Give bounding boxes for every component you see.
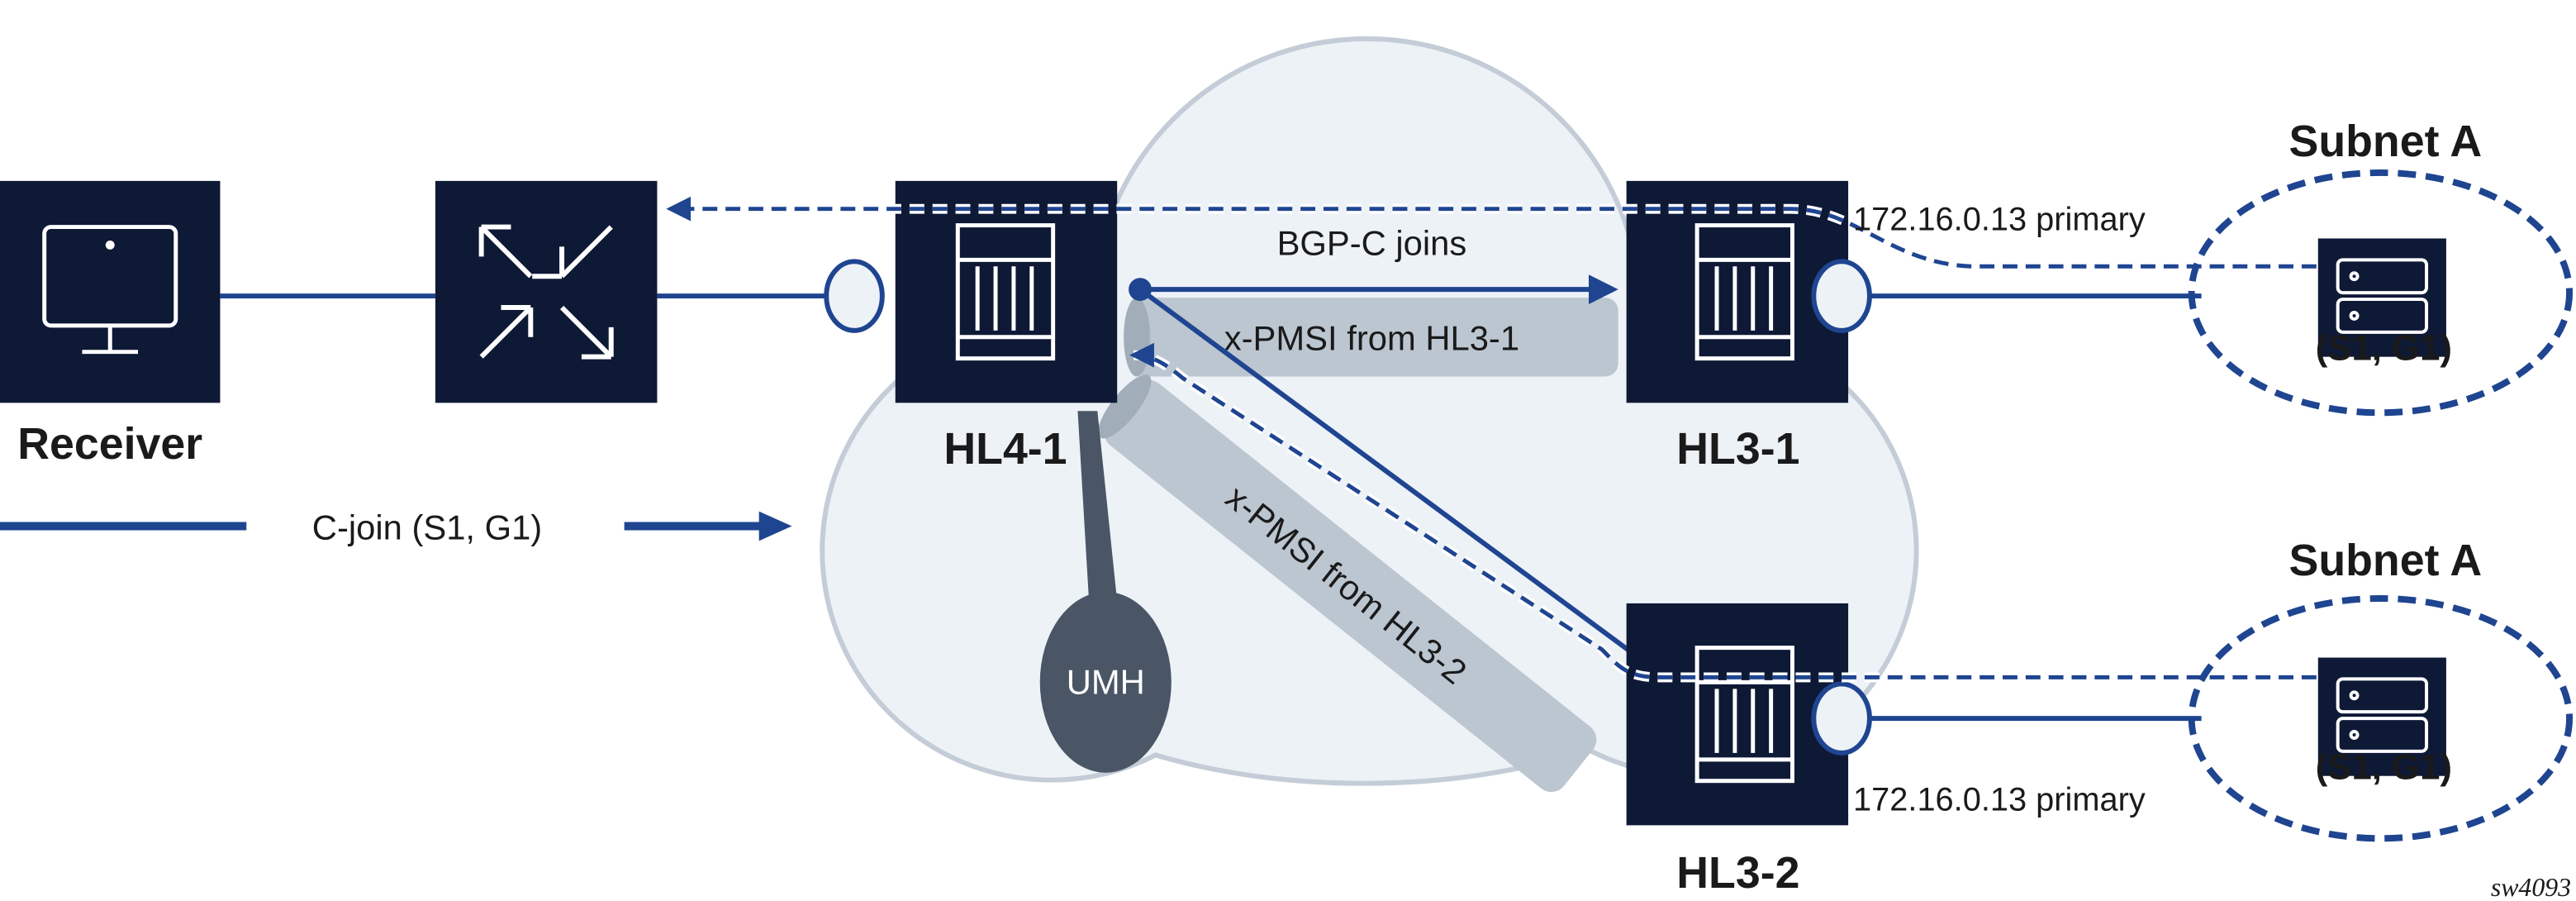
interface-hl3-1 (1811, 259, 1872, 333)
server-icon (2336, 258, 2429, 334)
subnet-a-top[interactable]: Subnet A (S1, G1) (2188, 117, 2574, 417)
interface-hl4-1 (824, 259, 885, 333)
pmsi-tube-hl3-1: x-PMSI from HL3-1 (1124, 298, 1618, 377)
router-hl4-1[interactable]: HL4-1 (895, 180, 1118, 474)
bgp-label: BGP-C joins (1277, 223, 1467, 262)
primary-label-2: 172.16.0.13 primary (1853, 781, 2146, 818)
router-hl3-1[interactable]: HL3-1 (1626, 180, 1849, 474)
umh-label: UMH (1067, 662, 1145, 701)
interface-hl3-2 (1811, 681, 1872, 756)
primary-label-1: 172.16.0.13 primary (1853, 202, 2146, 238)
link-hl4-1-hl3-2 (1138, 287, 1632, 653)
pmsi-label-hl3-1: x-PMSI from HL3-1 (1224, 319, 1519, 358)
router-label: HL3-2 (1676, 848, 1799, 898)
cjoin-dashed-path-2 (1129, 342, 2317, 679)
chassis-icon (1694, 223, 1794, 361)
router-label: HL4-1 (943, 424, 1067, 474)
subnet-title: Subnet A (2289, 536, 2483, 585)
figure-id: sw4093 (2491, 873, 2571, 901)
subnet-title: Subnet A (2289, 117, 2483, 166)
cjoin-dashed-path-1 (666, 196, 2317, 269)
router-hl3-2[interactable]: HL3-2 (1626, 603, 1849, 898)
umh-callout: UMH (1039, 411, 1172, 773)
switch-arrows-icon (478, 224, 614, 360)
switch[interactable] (435, 180, 658, 403)
bgp-origin-dot (1129, 278, 1152, 302)
legend-label: C-join (S1, G1) (312, 508, 542, 546)
monitor-icon (42, 225, 178, 355)
chassis-icon (955, 223, 1056, 361)
receiver-host[interactable]: Receiver (0, 180, 221, 469)
legend-cjoin: C-join (S1, G1) (0, 508, 792, 546)
subnet-a-bottom[interactable]: Subnet A (S1, G1) (2188, 536, 2574, 842)
receiver-label: Receiver (17, 419, 202, 469)
router-label: HL3-1 (1676, 424, 1799, 474)
source-label: (S1, G1) (2316, 747, 2452, 788)
server-icon (2336, 677, 2429, 753)
arrow-right-icon (758, 511, 792, 541)
source-label: (S1, G1) (2316, 328, 2452, 369)
